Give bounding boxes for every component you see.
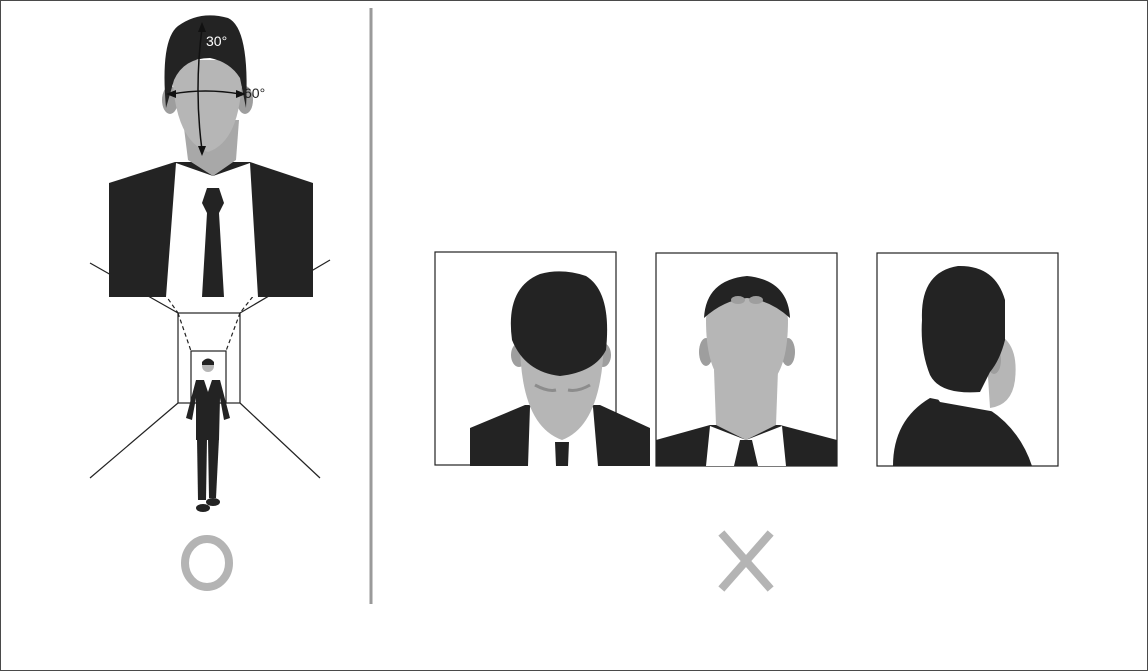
cross-x-icon <box>724 536 768 586</box>
photo-head-down <box>435 252 650 466</box>
portrait-large <box>109 15 313 297</box>
walking-person <box>186 359 230 513</box>
circle-o-icon <box>185 539 229 587</box>
horizontal-angle-label: 60° <box>244 85 265 101</box>
correct-panel: 30° 60° O <box>90 15 330 587</box>
photo-head-up <box>656 253 837 466</box>
incorrect-panel: X <box>435 252 1058 586</box>
photo-head-turned <box>877 253 1058 466</box>
portrait-tie <box>202 188 224 297</box>
vertical-angle-label: 30° <box>206 33 227 49</box>
